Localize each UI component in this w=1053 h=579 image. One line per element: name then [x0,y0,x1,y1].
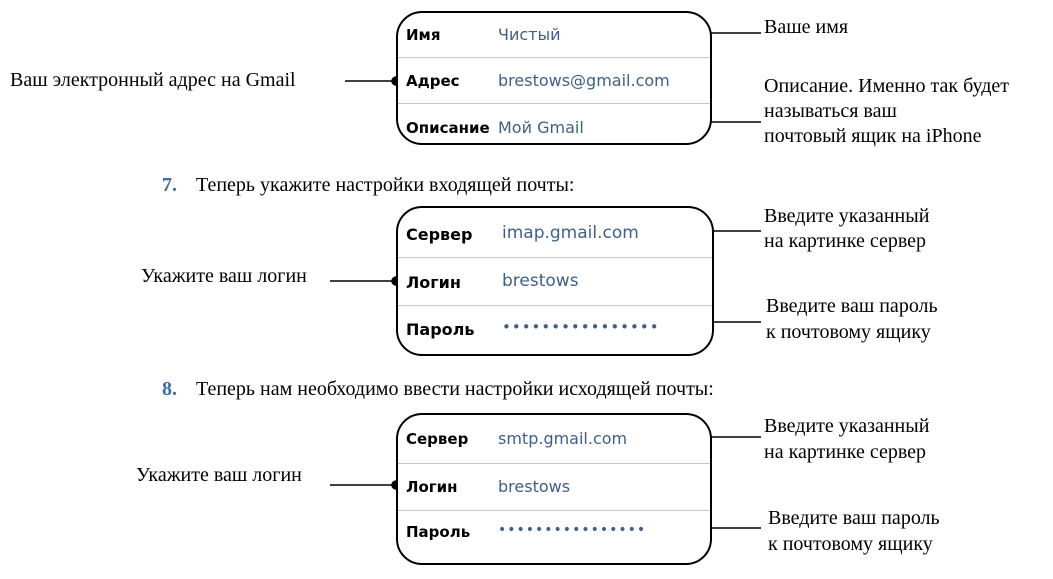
incoming-password-row[interactable]: Пароль •••••••••••••••• [398,317,712,341]
note-incoming-password-line2: к почтовому ящику [766,321,931,343]
incoming-server-field[interactable]: imap.gmail.com [502,223,639,243]
description-label: Описание [406,119,490,137]
divider [398,305,712,306]
outgoing-password-row[interactable]: Пароль •••••••••••••••• [398,520,710,544]
note-incoming-password-line1: Введите ваш пароль [766,295,938,317]
note-description-line2: называться ваш [764,100,897,122]
address-label: Адрес [406,72,460,90]
divider [398,463,710,464]
password-label: Пароль [406,320,475,339]
note-outgoing-password-line1: Введите ваш пароль [768,507,940,529]
divider [398,510,710,511]
note-address: Ваш электронный адрес на Gmail [10,69,296,91]
address-field[interactable]: brestows@gmail.com [498,71,670,90]
name-row[interactable]: Имя Чистый [398,23,710,47]
incoming-mail-panel: Сервер imap.gmail.com Логин brestows Пар… [396,206,714,356]
step-8-heading: 8. Теперь нам необходимо ввести настройки… [162,378,714,401]
note-outgoing-login: Укажите ваш логин [136,464,302,486]
note-incoming-login: Укажите ваш логин [141,265,307,287]
note-outgoing-server-line1: Введите указанный [764,415,930,437]
step-text: Теперь нам необходимо ввести настройки и… [196,378,714,400]
divider [398,257,712,258]
step-text: Теперь укажите настройки входящей почты: [196,174,575,196]
note-incoming-server-line1: Введите указанный [764,205,930,227]
password-label: Пароль [406,523,471,541]
server-label: Сервер [406,225,473,244]
description-field[interactable]: Мой Gmail [498,118,584,137]
outgoing-mail-panel: Сервер smtp.gmail.com Логин brestows Пар… [396,413,712,565]
note-description-line3: почтовый ящик на iPhone [764,125,982,147]
incoming-login-row[interactable]: Логин brestows [398,270,712,294]
outgoing-login-row[interactable]: Логин brestows [398,475,710,499]
step-7-heading: 7. Теперь укажите настройки входящей почт… [162,174,574,197]
note-description-line1: Описание. Именно так будет [764,75,1010,97]
step-number: 8. [162,378,177,400]
note-outgoing-server-line2: на картинке сервер [764,441,927,463]
note-name: Ваше имя [764,16,849,38]
step-number: 7. [162,174,177,196]
divider [398,57,710,58]
outgoing-login-field[interactable]: brestows [498,477,571,496]
name-field[interactable]: Чистый [498,25,561,44]
outgoing-server-row[interactable]: Сервер smtp.gmail.com [398,427,710,451]
login-label: Логин [406,478,458,496]
note-outgoing-password-line2: к почтовому ящику [768,533,933,555]
note-incoming-server-line2: на картинке сервер [764,230,927,252]
server-label: Сервер [406,430,469,448]
outgoing-password-field[interactable]: •••••••••••••••• [498,522,647,538]
account-settings-panel: Имя Чистый Адрес brestows@gmail.com Опис… [396,11,712,145]
incoming-server-row[interactable]: Сервер imap.gmail.com [398,222,712,246]
address-row[interactable]: Адрес brestows@gmail.com [398,69,710,93]
description-row[interactable]: Описание Мой Gmail [398,116,710,140]
outgoing-server-field[interactable]: smtp.gmail.com [498,429,628,448]
incoming-password-field[interactable]: •••••••••••••••• [502,318,660,336]
login-label: Логин [406,273,461,292]
name-label: Имя [406,26,441,44]
incoming-login-field[interactable]: brestows [502,271,579,291]
divider [398,103,710,104]
